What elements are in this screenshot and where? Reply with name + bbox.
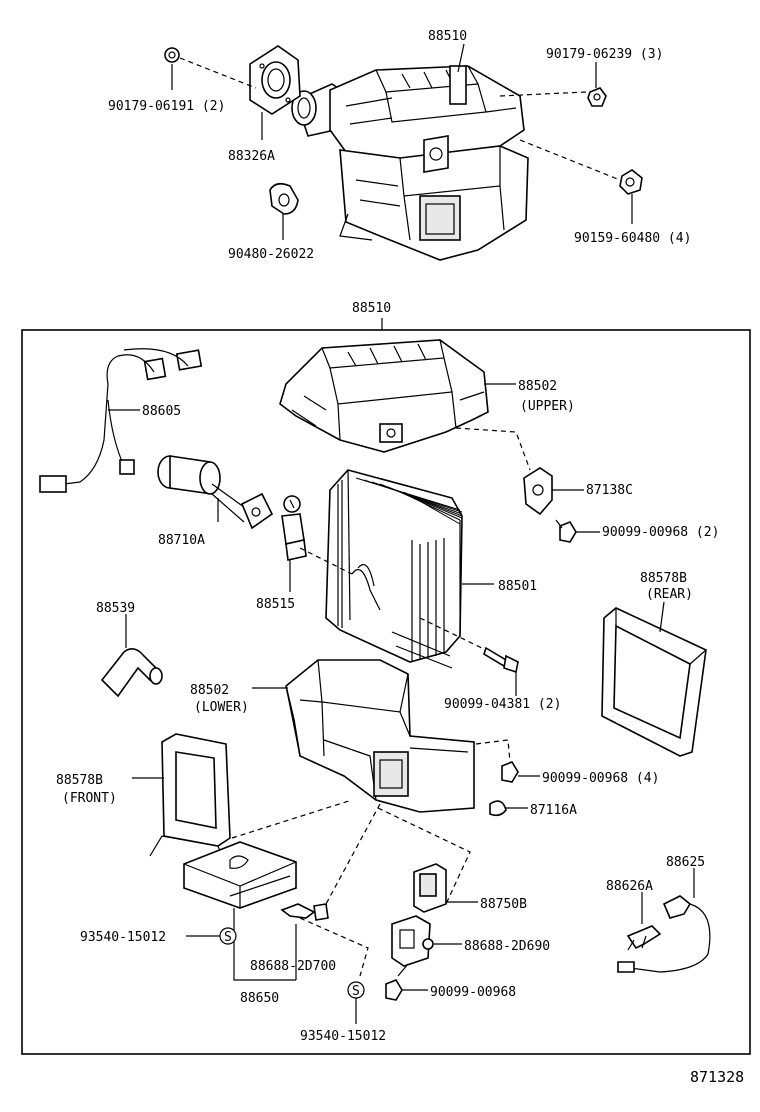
label-90179-06239: 90179-06239 (3) (546, 47, 663, 62)
label-90480-26022: 90480-26022 (228, 247, 314, 262)
nut-90179-06239 (587, 87, 607, 107)
screw-90099-00968-2 (555, 519, 577, 543)
label-88502-lower-note: (LOWER) (194, 700, 249, 715)
label-88539: 88539 (96, 601, 135, 616)
connector-88688-2D690 (391, 915, 434, 967)
seal-88578B-front (149, 733, 231, 863)
label-88688-2D700: 88688-2D700 (250, 959, 336, 974)
label-90159-60480: 90159-60480 (4) (574, 231, 691, 246)
assembly-frame (21, 329, 751, 1055)
evaporator-88501 (325, 469, 463, 669)
amplifier-88650 (183, 841, 297, 909)
label-87116A: 87116A (530, 803, 577, 818)
label-88502-upper: 88502 (518, 379, 557, 394)
clip-88626A (626, 925, 662, 951)
s-mark-a-text: S (224, 930, 232, 945)
sensor-88625 (617, 895, 711, 973)
seal-88578B-rear (601, 607, 707, 757)
label-88625: 88625 (666, 855, 705, 870)
label-90099-00968-2: 90099-00968 (2) (602, 525, 719, 540)
diagram-id: 871328 (690, 1068, 744, 1086)
pipe-88710A (157, 455, 274, 530)
wire-harness-88605 (39, 348, 203, 493)
label-93540-15012-a: 93540-15012 (80, 930, 166, 945)
label-90179-06191: 90179-06191 (2) (108, 99, 225, 114)
grommet-90480-26022 (269, 182, 299, 215)
lower-case-88502 (285, 659, 475, 813)
label-88605: 88605 (142, 404, 181, 419)
thermistor-87138C (523, 467, 553, 516)
bolt-90099-04381 (483, 646, 519, 674)
label-88688-2D690: 88688-2D690 (464, 939, 550, 954)
label-88650: 88650 (240, 991, 279, 1006)
label-90099-00968: 90099-00968 (430, 985, 516, 1000)
drain-hose-88539 (100, 648, 163, 698)
blower-unit-assembly (291, 65, 529, 261)
clip-87116A (489, 800, 507, 817)
label-88510-box: 88510 (352, 301, 391, 316)
flange-88326A (249, 45, 301, 115)
label-88515: 88515 (256, 597, 295, 612)
label-88626A: 88626A (606, 879, 653, 894)
screw-90099-00968-4 (501, 761, 519, 783)
s-mark-b-text: S (352, 984, 360, 999)
label-88502-upper-note: (UPPER) (520, 399, 575, 414)
expansion-valve-88515 (281, 495, 307, 561)
nut-90179-06191 (164, 47, 180, 63)
bolt-90159-60480 (619, 169, 643, 195)
label-88510-top: 88510 (428, 29, 467, 44)
label-88501: 88501 (498, 579, 537, 594)
label-88710A: 88710A (158, 533, 205, 548)
label-93540-15012-b: 93540-15012 (300, 1029, 386, 1044)
label-90099-04381: 90099-04381 (2) (444, 697, 561, 712)
label-88578B-front: 88578B (56, 773, 103, 788)
label-88326A: 88326A (228, 149, 275, 164)
switch-88750B (413, 863, 447, 913)
upper-case-88502 (279, 339, 489, 453)
label-88578B-rear: 88578B (640, 571, 687, 586)
connector-88688-2D700 (280, 903, 329, 921)
label-88502-lower: 88502 (190, 683, 229, 698)
label-88578B-front-note: (FRONT) (62, 791, 117, 806)
label-88750B: 88750B (480, 897, 527, 912)
screw-90099-00968 (385, 963, 409, 1001)
label-87138C: 87138C (586, 483, 633, 498)
label-90099-00968-4: 90099-00968 (4) (542, 771, 659, 786)
label-88578B-rear-note: (REAR) (646, 587, 693, 602)
